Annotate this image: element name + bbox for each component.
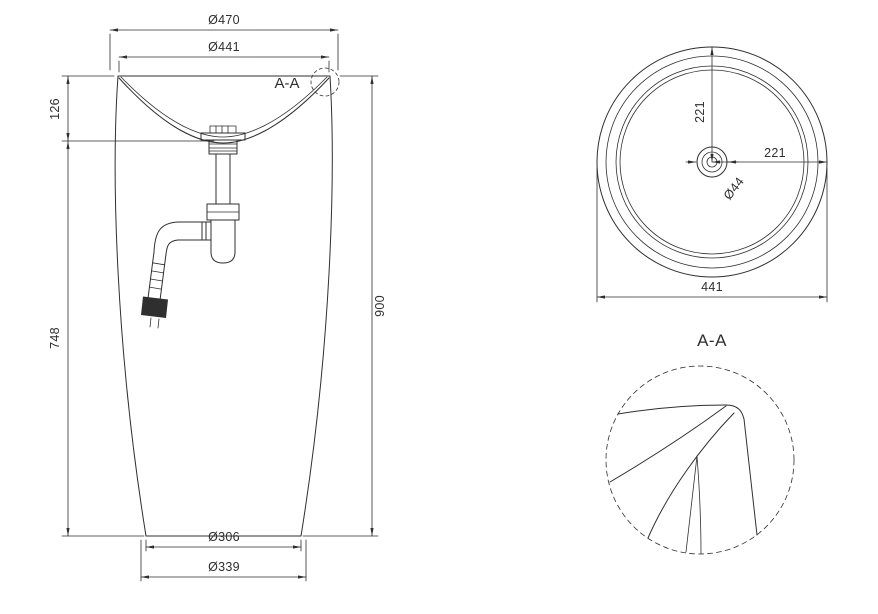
outlet-pipe: [177, 221, 212, 241]
dim-label-126: 126: [48, 98, 62, 120]
drain-flange: [200, 132, 246, 141]
section-detail-view: A-A: [605, 331, 795, 555]
ext-lines: [140, 539, 307, 582]
detail-boundary-circle: [605, 365, 795, 555]
dim-748: 748: [48, 140, 145, 537]
rim-inner-surface: [609, 405, 727, 483]
elbow: [153, 221, 179, 255]
ext-lines: [61, 75, 215, 142]
plan-view: 221 221 Ø44 441: [596, 46, 828, 303]
dim-306: Ø306: [145, 530, 302, 552]
hose-tip: [149, 317, 160, 329]
dim-label-plan-441: 441: [701, 280, 723, 294]
ext-lines: [118, 60, 330, 73]
dim-label-306: Ø306: [208, 530, 240, 544]
drain-trap-assembly: [141, 125, 246, 329]
section-callout-label: A-A: [274, 75, 299, 92]
dim-label-470: Ø470: [208, 13, 240, 27]
dim-label-44: Ø44: [721, 175, 747, 203]
section-callout-circle: [310, 67, 340, 97]
dim-label-900: 900: [373, 295, 387, 317]
wedge-right-line: [696, 455, 702, 555]
rim-top-and-outer-wall: [617, 404, 758, 536]
strainer: [209, 125, 237, 134]
strainer-slots: [215, 125, 229, 134]
tailpipe: [215, 153, 231, 205]
dim-900: 900: [302, 75, 387, 537]
basin-outline: [114, 75, 333, 537]
dim-126: 126: [48, 75, 215, 142]
ext-lines: [109, 33, 339, 71]
front-elevation-view: A-A Ø470 Ø441 126 748: [48, 13, 387, 582]
dim-drain: Ø44: [685, 160, 747, 203]
wedge-left-line: [685, 455, 698, 553]
dim-label-339: Ø339: [208, 560, 240, 574]
locknut-hatch: [208, 143, 238, 152]
ext-lines: [302, 75, 379, 537]
dim-label-441: Ø441: [208, 40, 240, 54]
detail-title: A-A: [697, 331, 727, 350]
bowl-curve-outer: [118, 77, 330, 144]
dim-plan-441: 441: [596, 167, 828, 303]
hose-end-cap: [141, 296, 168, 318]
bowl-curve-inner: [120, 76, 328, 138]
rim-wall-inner-line: [647, 412, 735, 539]
dim-radius-horizontal: 221: [711, 146, 828, 164]
dim-label-221-horizontal: 221: [764, 146, 786, 160]
dim-441: Ø441: [118, 40, 330, 73]
trap-body: [210, 219, 236, 264]
ext-lines: [596, 167, 828, 303]
dim-radius-vertical: 221: [693, 46, 714, 163]
dim-label-748: 748: [48, 327, 62, 349]
dim-470: Ø470: [109, 13, 339, 71]
dim-339: Ø339: [140, 539, 307, 582]
hose-ribs: [149, 262, 165, 290]
dim-label-221-vertical: 221: [693, 101, 707, 123]
